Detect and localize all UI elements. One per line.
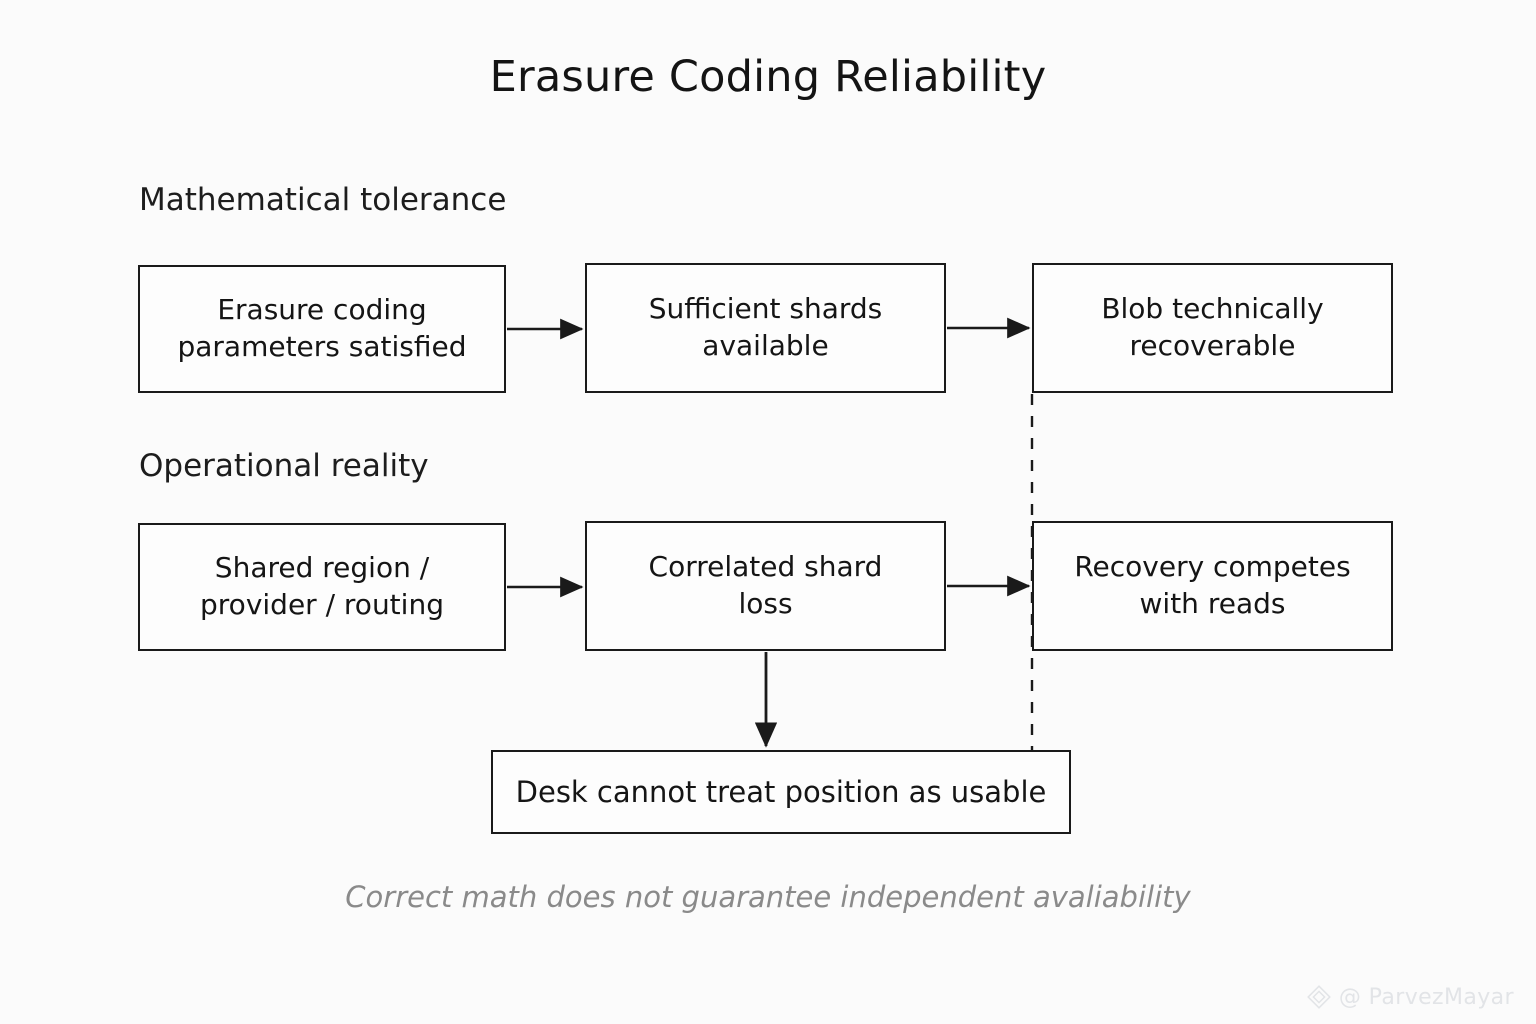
watermark: @ ParvezMayar (1306, 984, 1514, 1010)
watermark-handle: @ ParvezMayar (1338, 984, 1514, 1010)
node-text-line-1: Recovery competes (1074, 550, 1351, 584)
node-text-line-1: Blob technically (1101, 292, 1324, 326)
node-text-line-2: parameters satisfied (177, 330, 467, 363)
section-label-mathematical-tolerance: Mathematical tolerance (139, 182, 507, 218)
node-sufficient-shards-available[interactable]: Sufficient shards available (585, 263, 946, 393)
node-text-line-2: recoverable (1129, 329, 1296, 362)
node-correlated-shard-loss[interactable]: Correlated shard loss (585, 521, 946, 651)
node-recovery-competes-with-reads[interactable]: Recovery competes with reads (1032, 521, 1393, 651)
node-shared-region-provider-routing[interactable]: Shared region / provider / routing (138, 523, 506, 651)
node-blob-technically-recoverable[interactable]: Blob technically recoverable (1032, 263, 1393, 393)
diamond-logo-icon (1307, 985, 1331, 1009)
node-text-line-2: loss (738, 587, 793, 620)
node-desk-cannot-treat-position-as-usable[interactable]: Desk cannot treat position as usable (491, 750, 1071, 834)
node-text-line-2: provider / routing (200, 588, 444, 621)
node-text-line-1: Correlated shard (648, 550, 883, 584)
node-text-line-1: Sufficient shards (648, 292, 883, 326)
node-text-line-1: Desk cannot treat position as usable (515, 774, 1047, 809)
node-text-line-1: Shared region / (214, 551, 430, 585)
node-text-line-2: available (702, 329, 829, 362)
node-text-line-1: Erasure coding (217, 293, 427, 327)
node-erasure-coding-parameters-satisfied[interactable]: Erasure coding parameters satisfied (138, 265, 506, 393)
section-label-operational-reality: Operational reality (139, 448, 429, 484)
page-title: Erasure Coding Reliability (489, 52, 1047, 102)
node-text-line-2: with reads (1139, 587, 1286, 620)
diagram-caption: Correct math does not guarantee independ… (345, 880, 1191, 914)
